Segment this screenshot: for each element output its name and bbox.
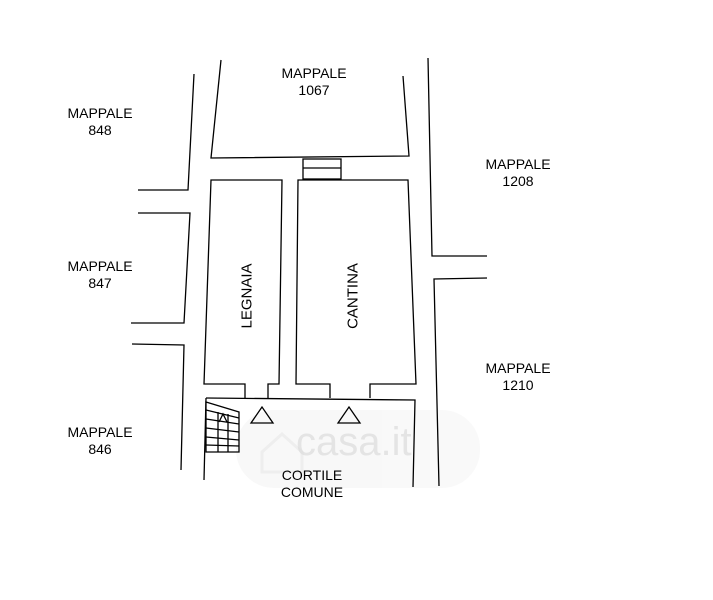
courtyard-line <box>205 397 416 488</box>
top-passage <box>302 158 342 180</box>
wall-848 <box>138 73 195 191</box>
watermark-text: casa.it <box>296 420 412 464</box>
parcel-label-847: MAPPALE 847 <box>67 258 133 291</box>
plan-walls <box>131 57 488 488</box>
parcel-label-1067: MAPPALE 1067 <box>281 65 347 98</box>
parcel-label-848: MAPPALE 848 <box>67 105 133 138</box>
courtyard-label: CORTILE COMUNE <box>280 467 344 500</box>
parcel-label-1208: MAPPALE 1208 <box>485 156 551 189</box>
watermark-logo <box>236 410 480 488</box>
room-label-cantina: CANTINA <box>344 263 362 329</box>
wall-1210 <box>433 277 488 487</box>
wall-846 <box>131 343 185 471</box>
access-arrow-cantina <box>336 405 362 424</box>
room-cantina-outline <box>295 179 417 398</box>
parcel-label-846: MAPPALE 846 <box>67 424 133 457</box>
stairs-icon <box>205 401 240 453</box>
wall-1067-left <box>210 59 410 159</box>
access-arrow-legnaia <box>249 405 275 424</box>
room-label-legnaia: LEGNAIA <box>238 263 256 329</box>
room-legnaia-outline <box>203 179 283 398</box>
parcel-label-1210: MAPPALE 1210 <box>485 360 551 393</box>
wall-1208 <box>427 57 487 257</box>
wall-847-top <box>131 212 191 324</box>
